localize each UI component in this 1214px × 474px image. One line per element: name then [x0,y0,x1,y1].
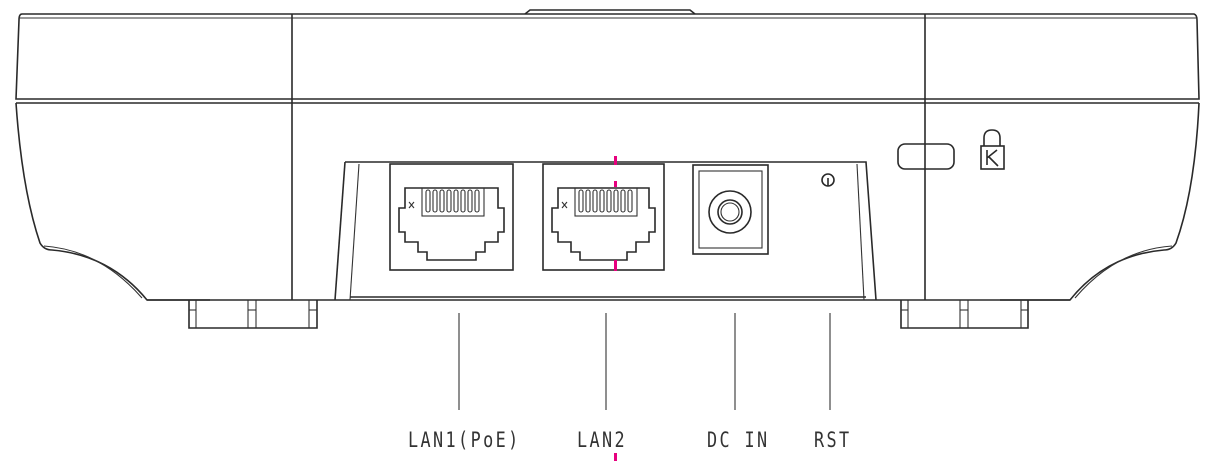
lan1-port [389,163,514,271]
lan2-port [542,163,665,271]
label-rst: RST [814,428,852,452]
kensington-slot [897,143,955,170]
device-body [15,14,1200,301]
leader-lines [458,313,831,410]
reset-button [821,173,835,187]
device-top-shell [15,9,1200,100]
kensington-lock-icon [980,129,1005,170]
foot-left [188,300,318,329]
alignment-markers [614,156,617,461]
label-lan2: LAN2 [577,428,628,452]
foot-right [900,300,1029,329]
label-dc-in: DC IN [707,428,770,452]
port-panel [334,161,877,301]
dc-in-jack [692,164,769,255]
label-lan1-poe: LAN1(PoE) [408,428,521,452]
